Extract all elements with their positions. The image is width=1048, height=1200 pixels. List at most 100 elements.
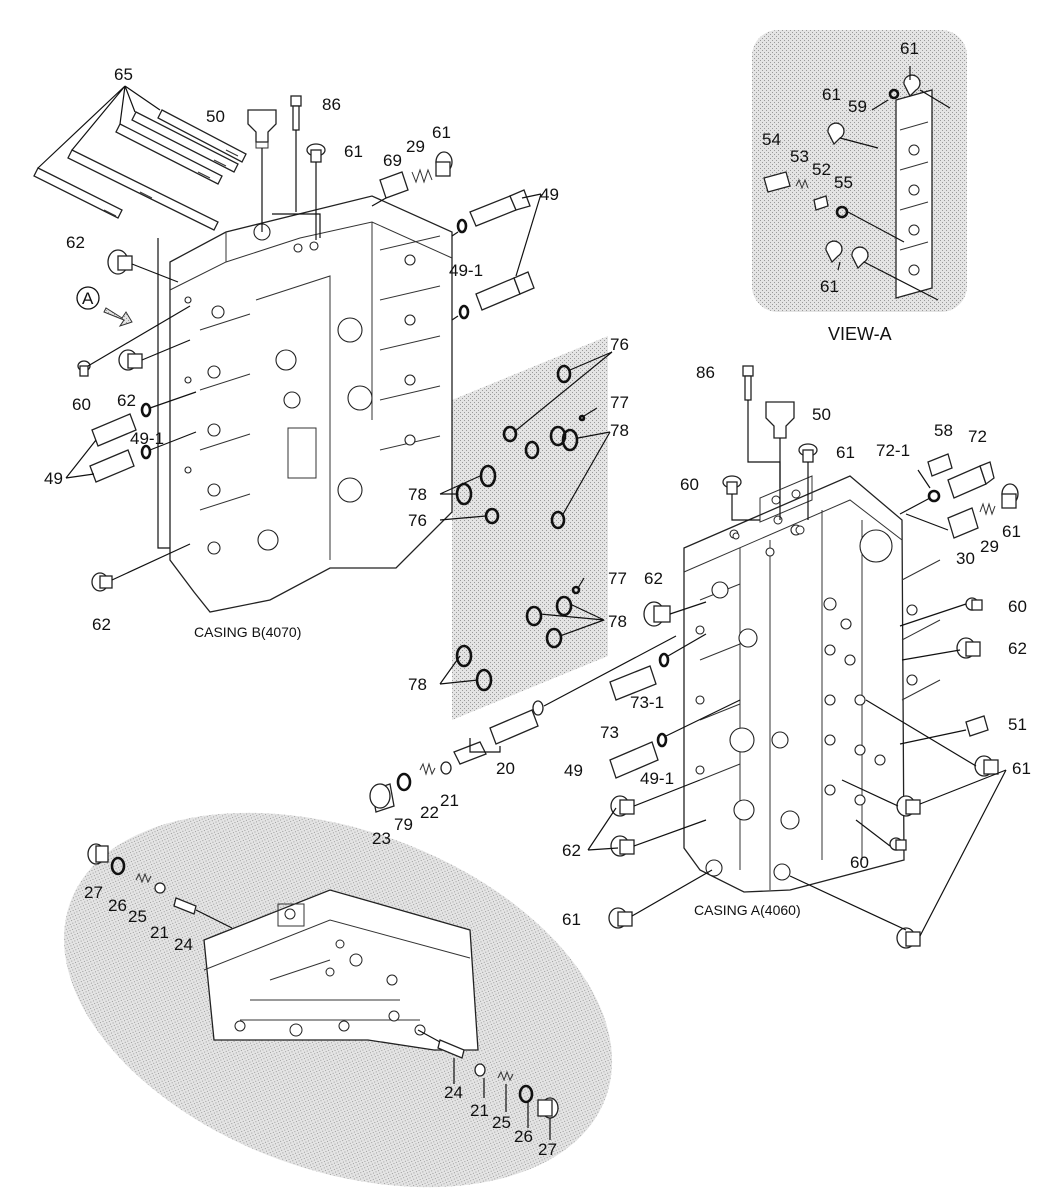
plug-60-r2 [965, 597, 983, 611]
callout-62: 62 [117, 391, 136, 410]
callout-26: 26 [108, 896, 127, 915]
callout-29: 29 [980, 537, 999, 556]
callout-61: 61 [836, 443, 855, 462]
callout-24: 24 [174, 935, 193, 954]
end-cap-parts-a [87, 843, 197, 915]
plug-62-left [118, 349, 143, 371]
callout-25: 25 [492, 1113, 511, 1132]
callout-61: 61 [900, 39, 919, 58]
plug-51 [965, 715, 989, 737]
callout-50: 50 [812, 405, 831, 424]
plug-62-low [610, 795, 635, 857]
arrow-a-label: A [82, 289, 94, 308]
callout-78: 78 [408, 485, 427, 504]
callout-27: 27 [538, 1140, 557, 1159]
plug-61-b [435, 151, 453, 177]
callout-49-1: 49-1 [640, 769, 674, 788]
o-rings-seal-kit [455, 364, 586, 692]
callout-86: 86 [322, 95, 341, 114]
plug-62-r2 [956, 637, 981, 659]
callout-62: 62 [1008, 639, 1027, 658]
callout-29: 29 [406, 137, 425, 156]
callout-78: 78 [608, 612, 627, 631]
callout-73-1: 73-1 [630, 693, 664, 712]
plug-61-r3 [896, 755, 999, 949]
plug-61-top [306, 143, 326, 163]
view-a-panel [752, 30, 967, 312]
plug-62-top [107, 249, 133, 275]
callout-72: 72 [968, 427, 987, 446]
callout-61: 61 [1012, 759, 1031, 778]
relief-valve-49-1-top [458, 271, 535, 320]
plug-58 [927, 453, 953, 477]
callout-61: 61 [432, 123, 451, 142]
callout-76: 76 [408, 511, 427, 530]
callout-51: 51 [1008, 715, 1027, 734]
plug-50-top [247, 109, 277, 149]
spring-29-top [411, 168, 433, 184]
end-cap-body [203, 889, 479, 1051]
callout-60: 60 [72, 395, 91, 414]
relief-valve-49-top [456, 189, 531, 234]
valve-73 [609, 652, 670, 701]
plug-61-low [608, 907, 633, 929]
callout-77: 77 [610, 393, 629, 412]
callout-61: 61 [820, 277, 839, 296]
callout-20: 20 [496, 759, 515, 778]
plug-62-casing-a [643, 601, 671, 627]
plug-60-right [722, 475, 742, 495]
view-a-arrow: A [76, 286, 133, 327]
plug-50-right [765, 401, 795, 439]
end-cap-parts-b [437, 1039, 559, 1119]
view-a-detail [763, 66, 951, 301]
plug-60-left [77, 360, 91, 377]
callout-69: 69 [383, 151, 402, 170]
callout-30: 30 [956, 549, 975, 568]
relief-valve-49-left-a [91, 402, 152, 447]
callout-61: 61 [562, 910, 581, 929]
callout-78: 78 [408, 675, 427, 694]
spool-20 [453, 700, 544, 765]
callout-54: 54 [762, 130, 781, 149]
callout-59: 59 [848, 97, 867, 116]
callout-55: 55 [834, 173, 853, 192]
casing-b-caption: CASING B(4070) [194, 624, 301, 640]
callout-49: 49 [44, 469, 63, 488]
callout-21: 21 [440, 791, 459, 810]
bolt-86-top [290, 95, 302, 131]
callout-78: 78 [610, 421, 629, 440]
callout-62: 62 [644, 569, 663, 588]
callout-76: 76 [610, 335, 629, 354]
callout-27: 27 [84, 883, 103, 902]
callout-61: 61 [822, 85, 841, 104]
callout-60: 60 [680, 475, 699, 494]
callout-79: 79 [394, 815, 413, 834]
callout-61: 61 [1002, 522, 1021, 541]
callout-21: 21 [470, 1101, 489, 1120]
relief-valve-49-left-b [89, 444, 152, 483]
callout-49: 49 [564, 761, 583, 780]
bolt-86-right [742, 365, 754, 401]
view-a-caption: VIEW-A [828, 324, 892, 344]
callout-49-1: 49-1 [130, 429, 164, 448]
callout-labels: 65 50 86 61 29 61 69 49 49-1 62 60 62 49… [44, 39, 1031, 1159]
callout-53: 53 [790, 147, 809, 166]
casing-a-caption: CASING A(4060) [694, 902, 801, 918]
callout-58: 58 [934, 421, 953, 440]
spool-21-22-23 [369, 761, 452, 813]
callout-49: 49 [540, 185, 559, 204]
valve-72 [947, 461, 995, 499]
callout-77: 77 [608, 569, 627, 588]
callout-60: 60 [1008, 597, 1027, 616]
callout-26: 26 [514, 1127, 533, 1146]
callout-60: 60 [850, 853, 869, 872]
plug-62-bottomleft [91, 572, 113, 592]
callout-22: 22 [420, 803, 439, 822]
casing-a-body [683, 475, 941, 893]
plug-61-right [798, 443, 818, 463]
callout-72-1: 72-1 [876, 441, 910, 460]
callout-52: 52 [812, 160, 831, 179]
tie-bolts [33, 109, 247, 231]
valve-49-mid [609, 732, 668, 779]
